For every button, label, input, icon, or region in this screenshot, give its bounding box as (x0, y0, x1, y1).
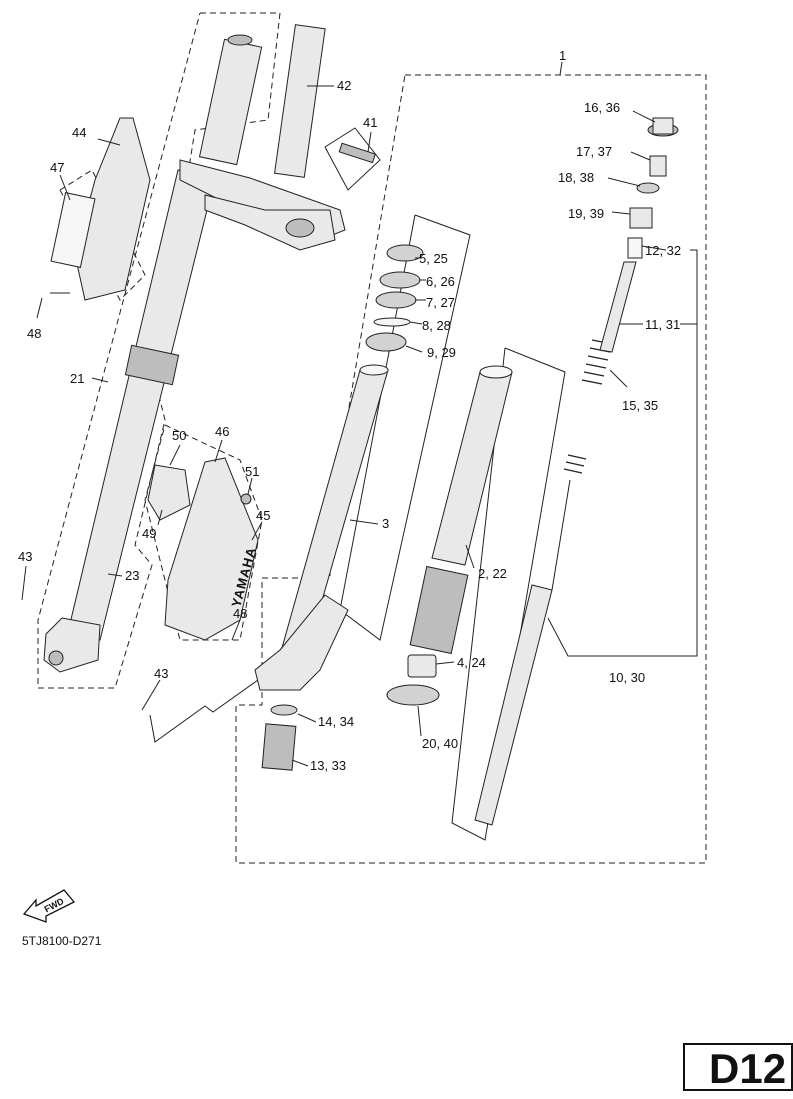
steering-stem-42 (274, 24, 326, 178)
washer-18 (636, 182, 660, 194)
callout-14-34: 14, 34 (318, 714, 354, 729)
callout-43-bottom: 43 (154, 666, 168, 681)
outer-tube-2-lower (409, 565, 469, 655)
callout-50: 50 (172, 428, 186, 443)
fork-guard-44 (74, 117, 151, 301)
o-ring-14 (270, 704, 298, 716)
axle-bracket-3 (254, 594, 349, 691)
leader-lines (21, 61, 667, 767)
damper-shaft (551, 479, 571, 591)
left-fork-leg (43, 34, 263, 673)
guard-bracket-49 (147, 464, 191, 521)
callout-48-upper: 48 (27, 326, 41, 341)
callout-44: 44 (72, 125, 86, 140)
guard-bracket-boundary (144, 424, 263, 641)
seal-6 (379, 271, 421, 289)
bolt-41 (338, 142, 376, 164)
callout-45: 45 (256, 508, 270, 523)
forward-arrow-icon: FWD (22, 889, 76, 923)
assembly-10-bracket (547, 249, 698, 657)
bushing-4 (407, 654, 437, 678)
page-code: D12 (709, 1045, 787, 1092)
outer-tube-2 (431, 371, 513, 566)
axle-hole-left (48, 650, 64, 666)
tube-group-bracket (451, 347, 566, 841)
assembly-boundaries (37, 12, 707, 864)
seal-9 (365, 332, 407, 352)
callout-labels: 1 42 41 44 47 48 21 16, 36 17, 37 18, 38… (18, 48, 681, 773)
spring-lower (563, 454, 587, 474)
bolt-43-guide-line (149, 679, 259, 743)
seal-group-bracket (339, 214, 471, 641)
outer-tube-2-top (479, 365, 513, 379)
callout-46: 46 (215, 424, 229, 439)
callout-6-26: 6, 26 (426, 274, 455, 289)
rod-11 (599, 261, 637, 353)
callout-49: 49 (142, 526, 156, 541)
cap-16-body (652, 117, 674, 135)
callout-4-24: 4, 24 (457, 655, 486, 670)
front-fork-exploded-diagram: YAMAHA (18, 12, 707, 864)
nut-17 (649, 155, 667, 177)
steering-assembly (179, 24, 376, 251)
decal-47 (50, 192, 96, 268)
callout-43-left: 43 (18, 549, 32, 564)
bushing-19 (629, 207, 653, 229)
callout-51: 51 (245, 464, 259, 479)
callout-21: 21 (70, 371, 84, 386)
callout-47: 47 (50, 160, 64, 175)
callout-23: 23 (125, 568, 139, 583)
callout-9-29: 9, 29 (427, 345, 456, 360)
diagram-code: 5TJ8100-D271 (22, 934, 102, 948)
stem-clamp (285, 218, 315, 238)
assembly-1-boundary (235, 74, 707, 864)
callout-5-25: 5, 25 (419, 251, 448, 266)
callout-18-38: 18, 38 (558, 170, 594, 185)
clip-8 (373, 317, 411, 327)
callout-15-35: 15, 35 (622, 398, 658, 413)
callout-16-36: 16, 36 (584, 100, 620, 115)
callout-20-40: 20, 40 (422, 736, 458, 751)
callout-7-27: 7, 27 (426, 295, 455, 310)
fork-guard-upper (50, 117, 151, 301)
upper-outer-tube (198, 38, 263, 166)
callout-2-22: 2, 22 (478, 566, 507, 581)
callout-8-28: 8, 28 (422, 318, 451, 333)
page-code-box: D12 (683, 1043, 793, 1092)
seal-5 (386, 244, 424, 262)
seal-7 (375, 291, 417, 309)
dust-boot-13 (261, 723, 297, 771)
damper-rod-10 (474, 584, 553, 826)
callout-13-33: 13, 33 (310, 758, 346, 773)
fork-cap-left (227, 34, 253, 46)
fork-guard-46 (164, 457, 259, 641)
callout-12-32: 12, 32 (645, 243, 681, 258)
fork-internals (254, 117, 679, 826)
outer-tube-band (124, 344, 180, 386)
nut-51 (240, 493, 252, 505)
seal-20 (386, 684, 440, 706)
inner-tube-top (359, 364, 389, 376)
callout-3: 3 (382, 516, 389, 531)
callout-11-31: 11, 31 (645, 317, 680, 332)
bolt-41-bracket (324, 127, 381, 191)
callout-1: 1 (559, 48, 566, 63)
collar-12 (627, 237, 643, 259)
callout-48-lower: 48 (233, 606, 247, 621)
callout-19-39: 19, 39 (568, 206, 604, 221)
callout-41: 41 (363, 115, 377, 130)
callout-42: 42 (337, 78, 351, 93)
callout-17-37: 17, 37 (576, 144, 612, 159)
callout-10-30: 10, 30 (609, 670, 645, 685)
